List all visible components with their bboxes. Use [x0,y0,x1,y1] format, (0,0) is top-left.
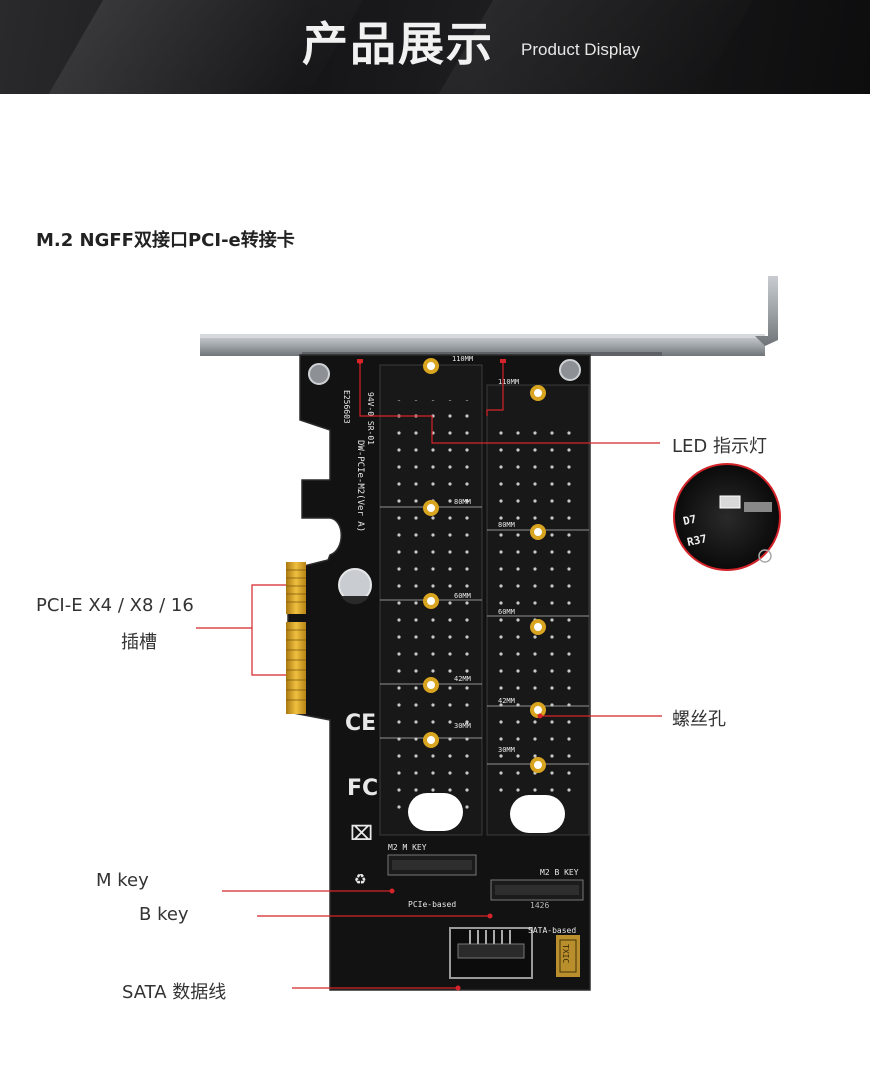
fc-mark-icon: FC [347,776,378,801]
b-key-slot-area [486,384,590,901]
board-label-b-slot: M2 B KEY [540,868,579,877]
mkey-callout-dot [389,888,395,894]
board-label-42-left: 42MM [454,675,471,683]
screw-callout-dot [537,713,543,719]
zoom-label-r37: R37 [686,532,708,549]
board-label-60-right: 60MM [498,608,515,616]
chip [556,935,580,977]
pcb-board: M2 M KEY M2 B KEY PCIe-based SATA-based … [286,354,591,991]
metal-bracket [200,276,778,356]
board-label-30-left: 30MM [454,722,471,730]
board-label-42-right: 42MM [498,697,515,705]
callout-pcie-line1: PCI-E X4 / X8 / 16 [36,595,194,616]
board-label-chip: TXIC [561,944,570,963]
led-zoom-inset: D7 R37 [673,463,781,571]
pcie-callout-line [251,584,286,676]
led-callout-line [359,362,660,444]
callout-mkey: M key [96,870,149,891]
board-label-60-left: 60MM [454,592,471,600]
product-name: M.2 NGFF双接口PCI-e转接卡 [36,230,295,251]
board-label-chip-code: 1426 [530,901,549,910]
sata-callout-dot [455,985,461,991]
board-label-110-left: 110MM [452,355,473,363]
board-label-pcie-based: PCIe-based [408,900,456,909]
capacitor [338,568,372,605]
sata-port [449,927,533,979]
standoff-holes [423,358,546,773]
board-label-sata-based: SATA-based [528,926,576,935]
board-label-rating: 94V-0 SR-01 [366,392,375,445]
led-callout-line-right [486,362,504,416]
callout-lines [196,362,662,989]
callout-bkey: B key [139,904,189,925]
board-label-80-left: 80MM [454,498,471,506]
ce-mark-icon: CE [345,711,376,736]
m-key-slot-area [379,364,483,876]
banner-subtitle: Product Display [521,40,641,59]
callout-screw: 螺丝孔 [672,709,726,730]
board-label-30-right: 30MM [498,746,515,754]
board-label-110-right: 110MM [498,378,519,386]
led-callout-dot [358,360,362,364]
pcie-gold-fingers [286,562,306,714]
board-label-m-slot: M2 M KEY [388,843,427,852]
board-label-cert: E256603 [342,390,351,424]
callout-led: LED 指示灯 [672,436,767,457]
recycle-mark-icon: ♻ [354,872,367,888]
zoom-label-d7: D7 [682,512,698,527]
banner-title: 产品展示 [302,17,494,71]
board-label-80-right: 80MM [498,521,515,529]
board-label-model: DW-PCIe-M2(Ver A) [355,440,365,532]
header-banner: 产品展示 Product Display [0,0,870,94]
weee-bin-icon: ⌧ [350,821,373,845]
callout-pcie-line2: 插槽 [121,632,157,653]
bkey-callout-dot [487,913,493,919]
callout-sata: SATA 数据线 [122,982,227,1003]
